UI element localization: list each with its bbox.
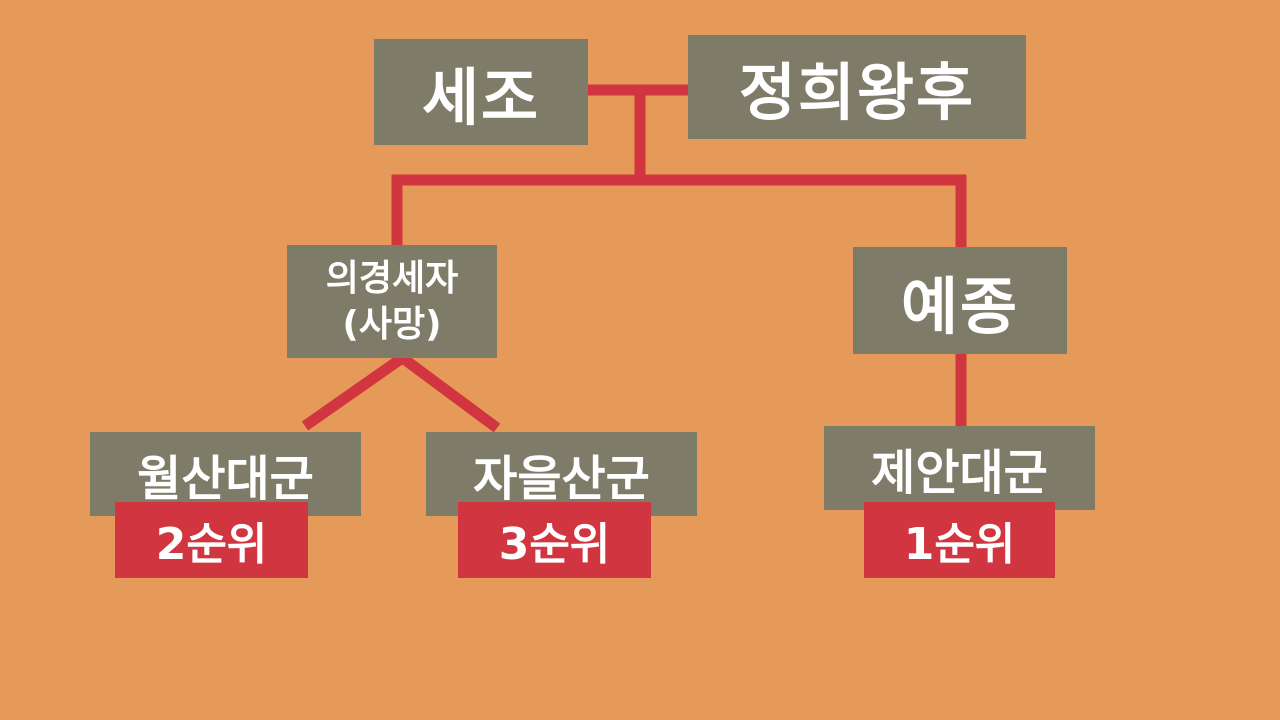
queen-box: 정희왕후 [688, 35, 1026, 139]
sejo-box: 세조 [374, 39, 588, 145]
yejong-label: 예종 [900, 269, 1020, 343]
wolsan-label: 월산대군 [137, 451, 314, 507]
wolsan-rank-badge: 2순위 [115, 502, 308, 578]
uigyeong-label: 의경세자 [325, 257, 459, 299]
jean-label: 제안대군 [871, 445, 1048, 501]
uigyeong-status: (사망) [342, 303, 442, 345]
jean-rank-badge: 1순위 [864, 502, 1055, 578]
uigyeong-box: 의경세자 (사망) [287, 245, 497, 358]
jaeul-rank: 3순위 [498, 519, 611, 570]
wolsan-branch [301, 351, 409, 431]
wolsan-rank: 2순위 [155, 519, 268, 570]
sejo-label: 세조 [421, 61, 541, 134]
jaeul-rank-badge: 3순위 [458, 502, 651, 578]
jean-box: 제안대군 [824, 426, 1095, 510]
queen-label: 정희왕후 [738, 56, 976, 129]
jaeul-branch [396, 351, 501, 433]
jaeul-label: 자을산군 [473, 451, 650, 507]
yejong-box: 예종 [853, 247, 1067, 354]
jean-rank: 1순위 [903, 519, 1016, 570]
